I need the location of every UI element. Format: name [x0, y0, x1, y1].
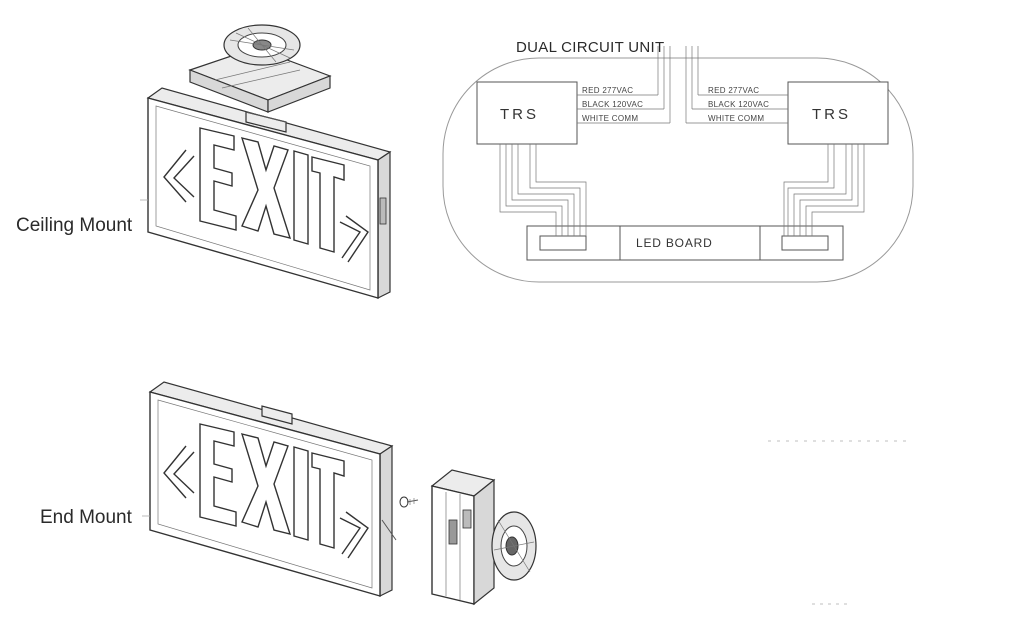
end-mount-illustration: End Mount	[40, 381, 537, 606]
led-board-label: LED BOARD	[636, 236, 713, 250]
ceiling-canopy	[188, 24, 332, 113]
right-trs-box	[787, 81, 889, 145]
wiring-title: DUAL CIRCUIT UNIT	[516, 39, 664, 56]
dual-circuit-wiring-diagram: DUAL CIRCUIT UNIT TRS TRS RED 277VAC BLA…	[442, 39, 914, 283]
right-led-connector	[781, 235, 829, 251]
left-chevron-icon	[163, 149, 187, 203]
end-exit-sign	[148, 381, 397, 597]
end-mount-label: End Mount	[40, 507, 133, 528]
ceiling-exit-sign	[146, 87, 392, 299]
left-trs-to-led-wires	[499, 144, 587, 236]
incoming-wires	[657, 46, 699, 118]
left-wire-white-label: WHITE COMM	[582, 114, 638, 123]
left-trs-label: TRS	[500, 106, 539, 123]
right-trs-to-led-wires	[783, 144, 865, 236]
right-chevron-icon	[339, 221, 362, 259]
left-wire-red-label: RED 277VAC	[582, 86, 633, 95]
end-mount-bracket	[430, 469, 537, 606]
left-wire-black-label: BLACK 120VAC	[582, 100, 643, 109]
right-supply-wires: RED 277VAC BLACK 120VAC WHITE COMM	[685, 86, 788, 124]
housing-outline	[442, 57, 914, 283]
right-wire-red-label: RED 277VAC	[708, 86, 759, 95]
left-supply-wires: RED 277VAC BLACK 120VAC WHITE COMM	[577, 86, 671, 124]
left-trs-box	[476, 81, 578, 145]
right-wire-black-label: BLACK 120VAC	[708, 100, 769, 109]
left-led-connector	[539, 235, 587, 251]
right-wire-white-label: WHITE COMM	[708, 114, 764, 123]
right-trs-label: TRS	[812, 106, 851, 123]
ceiling-mount-label: Ceiling Mount	[16, 215, 133, 236]
ceiling-mount-illustration: Ceiling Mount	[16, 24, 392, 299]
screw-icon	[399, 496, 419, 508]
